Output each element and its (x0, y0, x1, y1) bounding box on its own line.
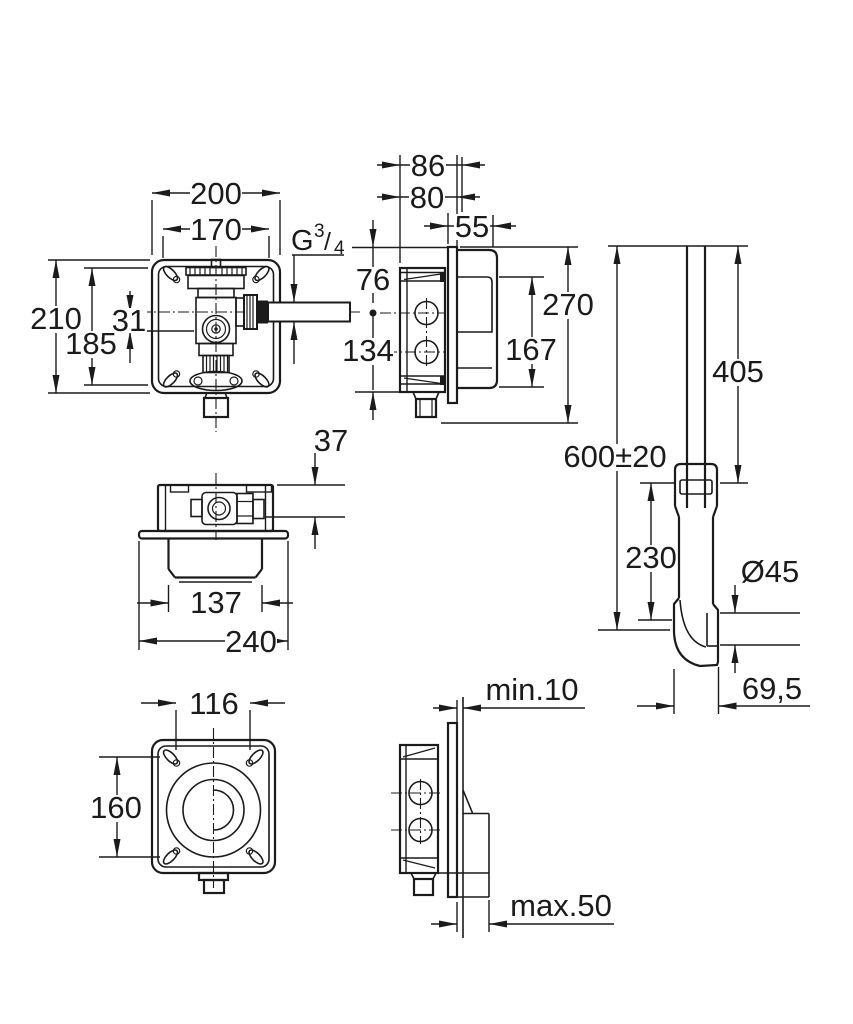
dim-thread-slash: / (324, 228, 331, 256)
top-view-dimensions: 37 137 240 (137, 423, 348, 659)
dim-thread-denominator: 4 (334, 238, 345, 259)
installed-view (391, 697, 490, 938)
dim-front-overall-height: 210 (30, 301, 82, 336)
side-view (380, 245, 499, 419)
front-view-dimensions: 200 170 G 3 / 4 210 185 31 (30, 176, 345, 394)
dim-side-overall-height: 270 (542, 287, 594, 322)
dim-side-outlet-hole-depth: 134 (342, 333, 394, 368)
dim-pipe-length: 405 (712, 354, 764, 389)
dim-pipe-outlet-projection: 69,5 (742, 671, 802, 706)
dim-side-inlet-hole-depth: 76 (356, 262, 390, 297)
flush-pipe-dimensions: 600±20 405 230 Ø45 69,5 (563, 246, 810, 714)
installed-view-dimensions: min.10 max.50 (431, 672, 614, 932)
top-view (137, 473, 290, 583)
rear-view-dimensions: 116 160 (90, 686, 285, 858)
dim-side-depth-to-wall: 86 (411, 148, 445, 183)
dim-rear-hole-spacing-width: 116 (189, 686, 238, 721)
dim-pipe-lower-section: 230 (625, 540, 677, 575)
dim-rear-hole-spacing-height: 160 (90, 790, 142, 825)
rear-view (150, 728, 277, 895)
flush-pipe-view (608, 245, 748, 668)
dim-pipe-installation-height: 600±20 (563, 439, 666, 474)
dim-side-cover-height: 167 (505, 332, 557, 367)
dim-installed-wall-max: max.50 (510, 888, 612, 923)
side-view-dimensions: 86 80 55 76 134 270 167 (342, 148, 594, 424)
dim-top-recess-width: 137 (190, 585, 242, 620)
dim-installed-wall-min: min.10 (485, 672, 578, 707)
dim-front-hole-spacing-width: 170 (190, 212, 242, 247)
dim-thread-letter: G (291, 225, 314, 257)
dim-top-valve-height: 37 (314, 423, 348, 458)
dim-pipe-outlet-diameter: Ø45 (741, 554, 800, 589)
dim-thread-numerator: 3 (314, 221, 325, 242)
dim-front-valve-offset: 31 (112, 303, 146, 338)
dim-side-depth-to-flange: 80 (410, 180, 444, 215)
dim-top-flange-width: 240 (225, 624, 277, 659)
front-view (140, 246, 360, 432)
dim-front-overall-width: 200 (190, 176, 242, 211)
dim-front-hole-spacing-height: 185 (65, 326, 117, 361)
dim-side-depth-behind-wall: 55 (455, 209, 489, 244)
